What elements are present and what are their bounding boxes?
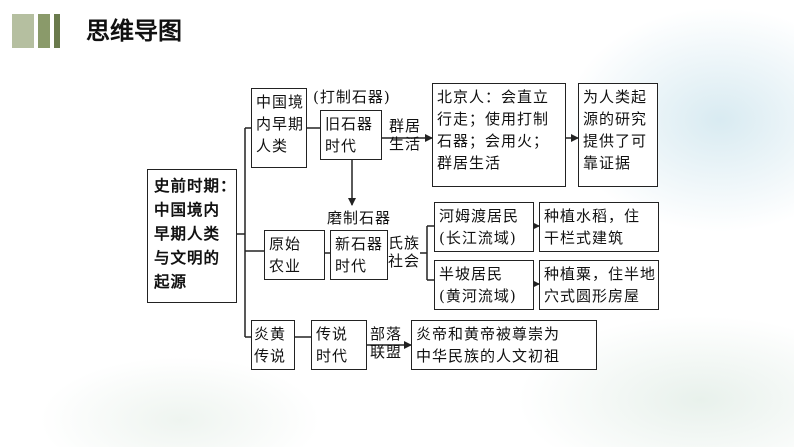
header-bar-light [12,14,34,48]
node-neolithic: 新石器 时代 [330,230,388,280]
root-bracket [237,127,264,338]
node-banpo: 半坡居民 (黄河流域) [434,260,534,310]
node-banpo-detail: 种植粟，住半地 穴式圆形房屋 [539,260,659,310]
node-hemudu: 河姆渡居民 (长江流域) [434,202,534,252]
page-title: 思维导图 [86,17,182,45]
node-legend-era: 传说 时代 [311,320,367,370]
label-tribal-alliance: 部落 联盟 [370,325,403,361]
label-clan-society: 氏族 社会 [388,234,421,270]
clan-bracket [420,225,434,281]
node-primitive-agriculture: 原始 农业 [264,230,325,280]
label-group-living: 群居 生活 [389,117,422,153]
header-bar-dark [54,14,60,48]
node-yanhuang: 炎黄 传说 [251,320,295,370]
node-peking-man: 北京人：会直立 行走；使用打制 石器；会用火； 群居生活 [432,83,566,187]
label-chipped-stone: (打制石器) [313,88,391,106]
node-yanhuang-detail: 炎帝和黄帝被尊崇为 中华民族的人文初祖 [411,320,597,370]
header-bar-mid [38,14,50,48]
node-root: 史前时期： 中国境内 早期人类 与文明的 起源 [147,169,237,303]
label-polished-stone: 磨制石器 [327,209,392,227]
node-peking-significance: 为人类起 源的研究 提供了可 靠证据 [578,83,658,187]
node-early-humans: 中国境 内早期 人类 [251,88,307,168]
node-paleolithic: 旧石器 时代 [320,110,382,160]
node-hemudu-detail: 种植水稻，住 干栏式建筑 [539,202,659,252]
